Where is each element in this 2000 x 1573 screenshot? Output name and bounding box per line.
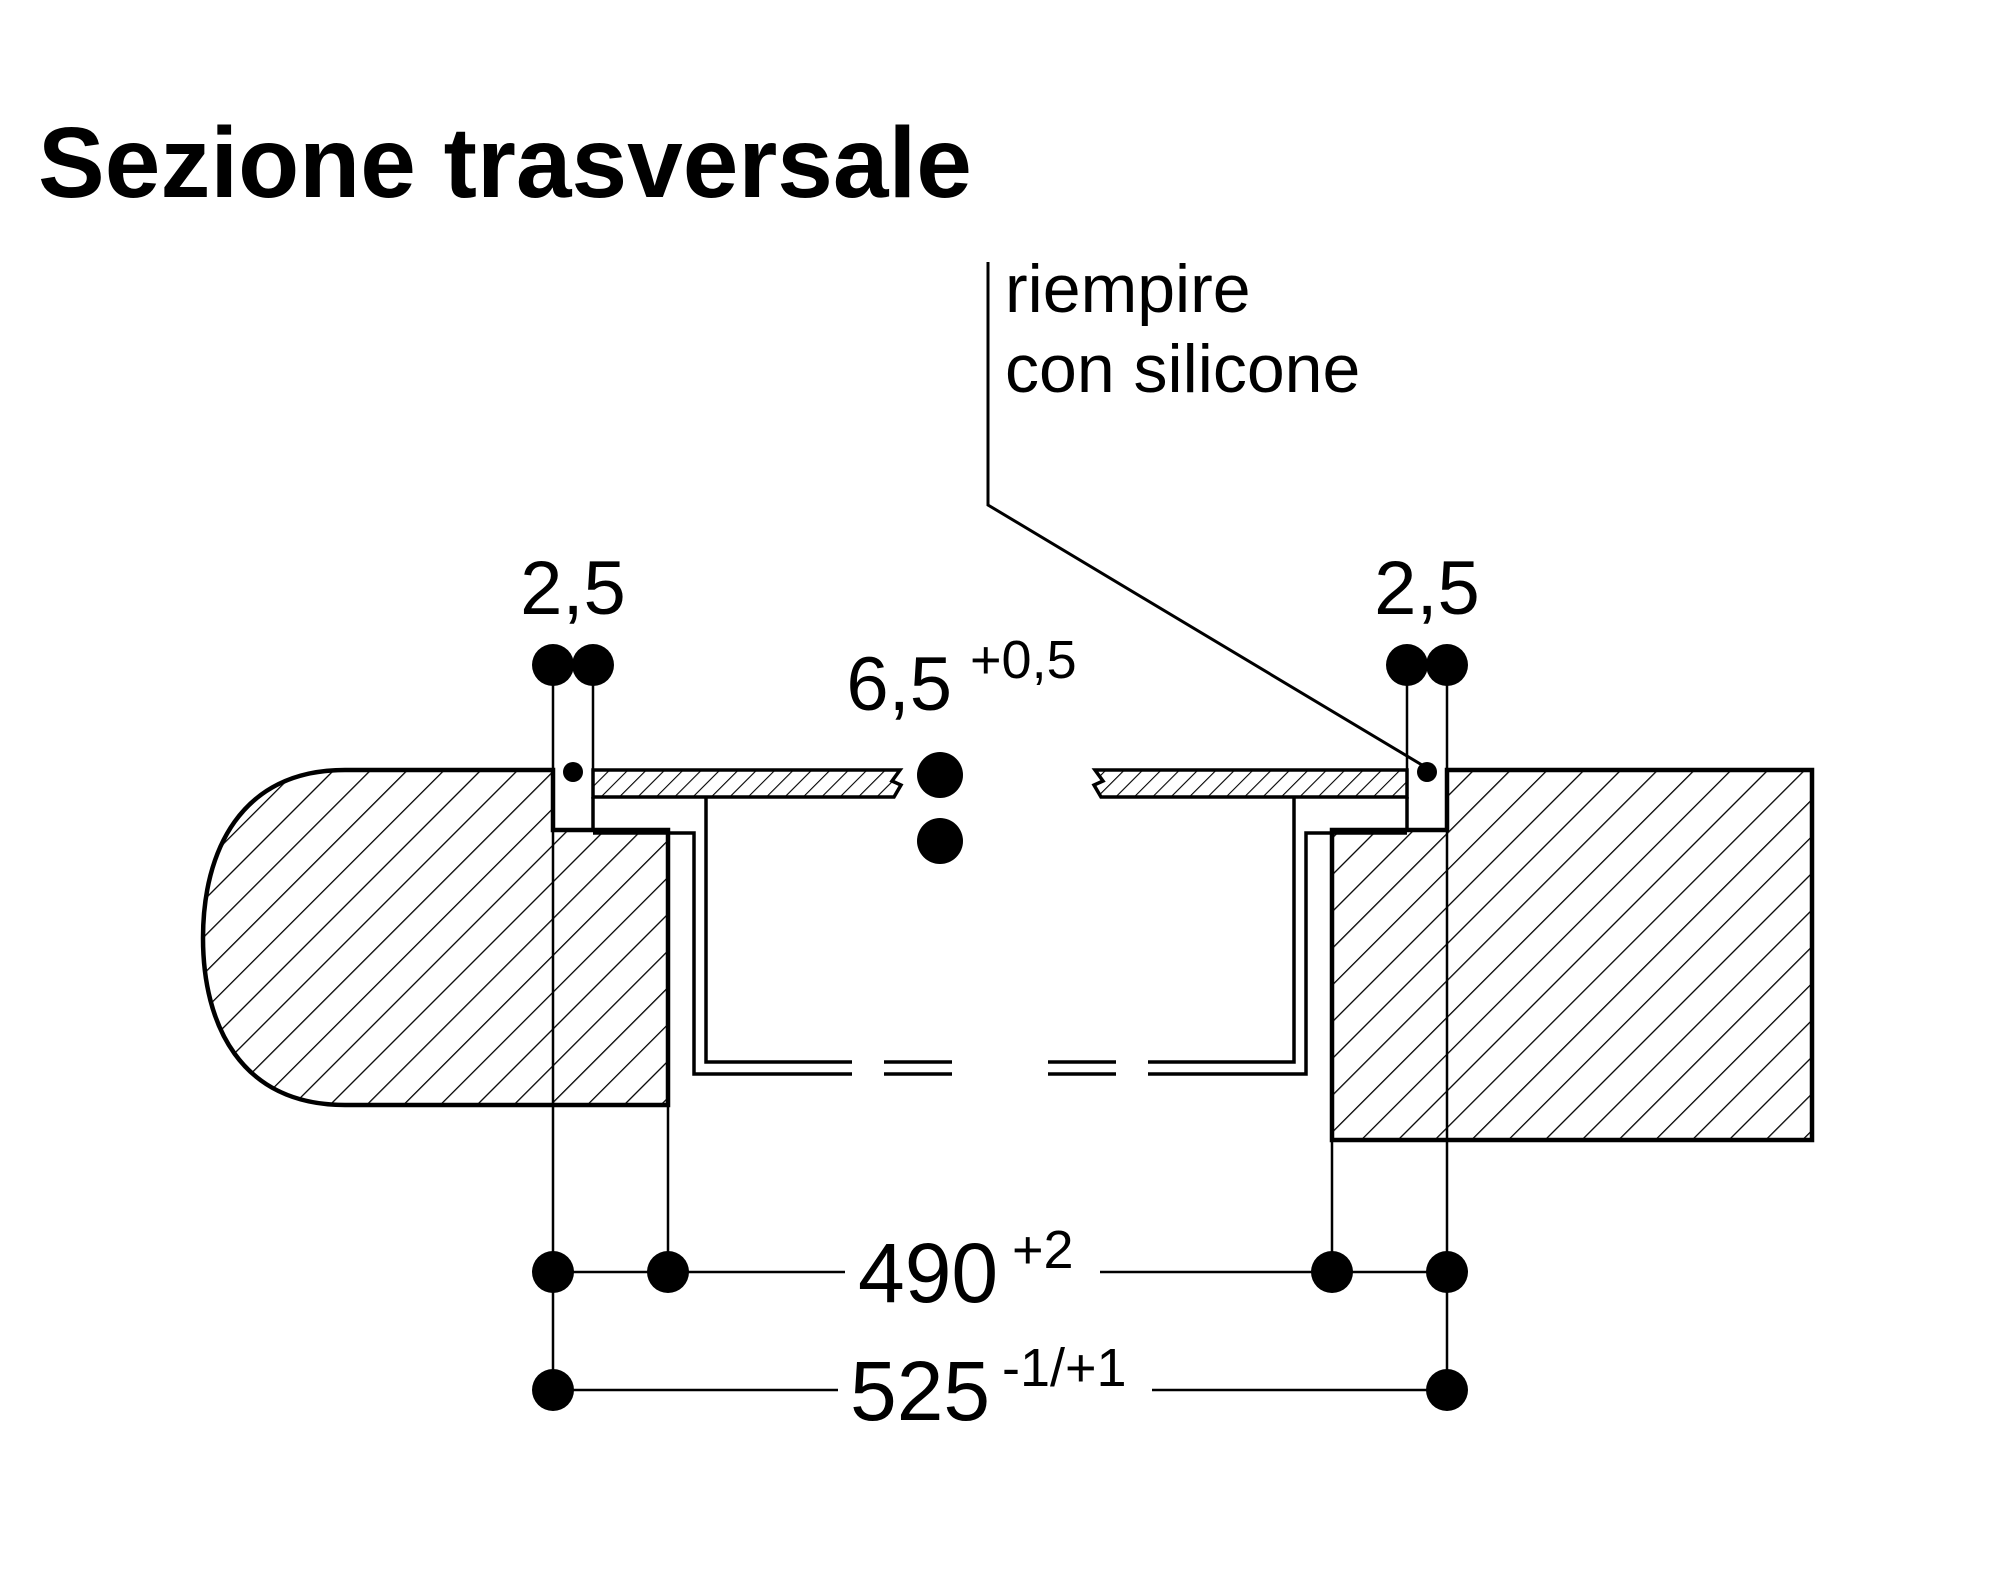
hob-body-outer-right [1148, 831, 1407, 1076]
hob-body-outer-left [593, 831, 852, 1076]
dimension-dot [1426, 644, 1468, 686]
silicone-joint-dot-left [563, 762, 583, 782]
hob-body-inner-right [1148, 797, 1296, 1064]
dimension-dot [532, 1369, 574, 1411]
hob-body-left [591, 797, 952, 1076]
silicone-joint-dot-right [1417, 762, 1437, 782]
dimension-dot [1386, 644, 1428, 686]
silicone-callout-line2: con silicone [1005, 331, 1360, 407]
dimension-dot [1311, 1251, 1353, 1293]
hob-body-inner-left [704, 797, 852, 1064]
worktop-right-section [1329, 767, 1815, 1143]
silicone-callout-line1: riempire [1005, 251, 1251, 327]
dimension-dots [532, 644, 1468, 1411]
dimension-dot [1426, 1251, 1468, 1293]
dim-label-recess-tolerance: -1/+1 [1002, 1338, 1127, 1398]
dim-label-depth: 6,5 [846, 642, 952, 727]
dimension-dot [572, 644, 614, 686]
dim-label-cutout-width: 490 [858, 1226, 998, 1320]
dim-label-cutout-tolerance: +2 [1012, 1220, 1074, 1280]
dimension-dot [1426, 1369, 1468, 1411]
dim-label-depth-tolerance: +0,5 [970, 630, 1077, 690]
dimension-dot [917, 818, 963, 864]
dim-label-gap-right: 2,5 [1374, 546, 1480, 631]
silicone-callout: riempire con silicone [986, 251, 1428, 770]
hob-glass-left [591, 768, 904, 799]
silicone-leader-line [986, 262, 1428, 770]
worktop-left-section [200, 767, 671, 1108]
dim-label-recess-width: 525 [850, 1344, 990, 1438]
dim-label-gap-left: 2,5 [520, 546, 626, 631]
dimension-dot [532, 1251, 574, 1293]
hob-glass-right [1091, 768, 1409, 799]
hob-body-right [1048, 797, 1409, 1076]
page-title: Sezione trasversale [38, 107, 972, 219]
dimension-dot [647, 1251, 689, 1293]
dimension-dot [532, 644, 574, 686]
dimension-dot [917, 752, 963, 798]
